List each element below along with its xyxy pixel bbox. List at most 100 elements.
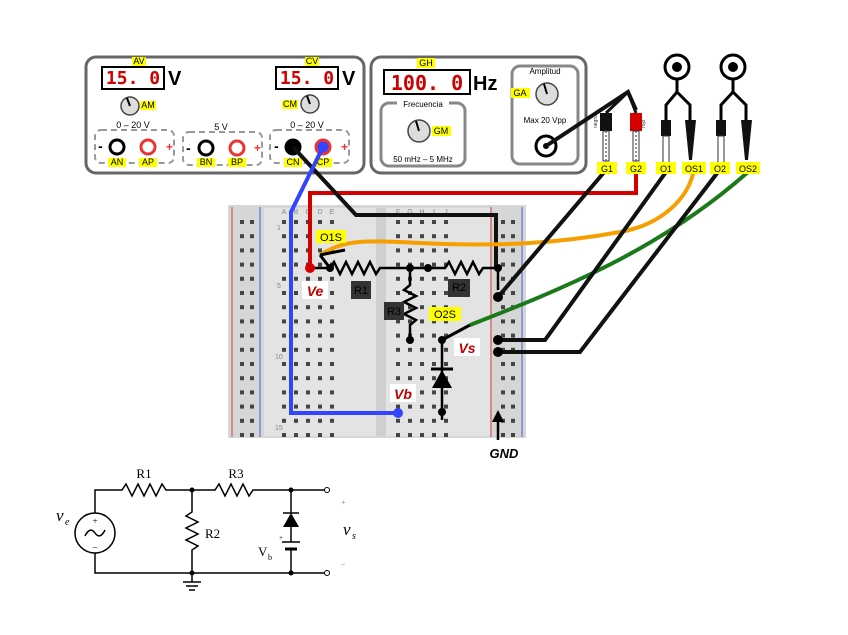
tag-g2 — [626, 162, 646, 174]
breadboard-hole — [444, 234, 448, 239]
column-letter-i: I — [433, 209, 435, 216]
breadboard-hole — [420, 234, 424, 239]
svg-text:GH: GH — [419, 58, 433, 68]
black-wire-o2 — [498, 170, 720, 354]
breadboard-hole — [432, 376, 436, 381]
svg-text:OS2: OS2 — [739, 164, 757, 174]
svg-text:+: + — [92, 516, 97, 526]
breadboard-hole — [511, 319, 515, 324]
svg-text:-: - — [274, 138, 279, 154]
scope-probe-1[interactable] — [661, 53, 696, 165]
breadboard-hole — [444, 291, 448, 295]
breadboard-hole — [432, 248, 436, 253]
breadboard-hole — [511, 390, 515, 395]
breadboard-hole — [420, 305, 424, 310]
breadboard-hole — [294, 291, 298, 295]
breadboard-hole — [396, 433, 400, 437]
breadboard-hole — [511, 347, 515, 352]
breadboard-hole — [282, 347, 286, 352]
column-letter-g: G — [407, 209, 412, 216]
knob-gm[interactable] — [407, 119, 431, 143]
blue-wire-vb — [289, 146, 398, 415]
label-vs: Vs — [458, 340, 475, 356]
breadboard-hole — [511, 220, 515, 224]
breadboard-hole — [306, 347, 310, 352]
breadboard-hole — [444, 418, 448, 423]
terminal-ap[interactable] — [139, 138, 157, 156]
breadboard-hole — [444, 333, 448, 338]
range-c: 0 – 20 V — [290, 120, 324, 130]
knob-am[interactable] — [120, 96, 140, 116]
breadboard-hole — [432, 362, 436, 366]
row-number-5: 5 — [277, 283, 281, 290]
tag-g1 — [597, 162, 617, 174]
tag-cm — [282, 100, 298, 109]
breadboard-hole — [420, 319, 424, 324]
breadboard-hole — [511, 404, 515, 409]
breadboard-hole — [282, 262, 286, 267]
breadboard-hole — [330, 305, 334, 310]
label-r1: R1 — [354, 285, 368, 297]
breadboard-hole — [511, 262, 515, 267]
unit-c: V — [342, 68, 356, 90]
breadboard-hole — [330, 404, 334, 409]
breadboard-hole — [511, 291, 515, 295]
breadboard-hole — [240, 276, 244, 281]
breadboard-hole — [501, 347, 505, 352]
svg-text:GA: GA — [513, 88, 526, 98]
column-letter-e: E — [330, 209, 335, 216]
breadboard-hole — [408, 248, 412, 253]
breadboard-hole — [240, 305, 244, 310]
breadboard-hole — [240, 376, 244, 381]
svg-text:–: – — [340, 559, 346, 568]
svg-text:O1: O1 — [660, 164, 672, 174]
breadboard-hole — [408, 376, 412, 381]
svg-text:b: b — [268, 553, 272, 562]
breadboard-hole — [396, 220, 400, 224]
breadboard-hole — [432, 333, 436, 338]
tag-o2s — [429, 307, 461, 321]
label-r3-bb: R3 — [387, 306, 401, 318]
svg-text:-: - — [98, 138, 103, 154]
sch-ac-source: + – — [74, 512, 116, 554]
svg-text:AV: AV — [133, 56, 144, 66]
column-letter-h: H — [419, 209, 424, 216]
terminal-an[interactable] — [108, 138, 126, 156]
label-ve: Ve — [307, 283, 324, 299]
breadboard-hole — [240, 262, 244, 267]
sch-label-r2: R2 — [205, 526, 220, 541]
tag-o1 — [656, 162, 676, 174]
scope-probe-2[interactable] — [716, 53, 752, 165]
display-gh-value: 100. 0 — [391, 71, 463, 95]
breadboard-hole — [282, 433, 286, 437]
tag-gm — [432, 126, 451, 136]
column-letter-a: A — [282, 209, 287, 216]
terminal-bp[interactable] — [228, 139, 246, 157]
range-a: 0 – 20 V — [116, 120, 150, 130]
breadboard-hole — [318, 319, 322, 324]
breadboard-hole — [420, 376, 424, 381]
breadboard-hole — [250, 305, 254, 310]
breadboard-hole — [318, 418, 322, 423]
breadboard-hole — [318, 220, 322, 224]
svg-text:GM: GM — [434, 126, 449, 136]
green-wire-o2s — [469, 170, 750, 327]
breadboard-hole — [282, 291, 286, 295]
breadboard-hole — [306, 376, 310, 381]
breadboard-hole — [444, 390, 448, 395]
breadboard-hole — [250, 362, 254, 366]
knob-ga[interactable] — [535, 82, 559, 106]
breadboard-hole — [396, 362, 400, 366]
terminal-bn[interactable] — [197, 139, 215, 157]
wires — [289, 89, 750, 415]
breadboard-hole — [501, 390, 505, 395]
breadboard-hole — [282, 418, 286, 423]
breadboard-hole — [318, 347, 322, 352]
breadboard-hole — [420, 347, 424, 352]
lead-negro: negro — [593, 115, 599, 128]
breadboard-hole — [250, 418, 254, 423]
breadboard-hole — [408, 433, 412, 437]
knob-cm[interactable] — [300, 94, 320, 114]
svg-text:+: + — [279, 534, 283, 542]
